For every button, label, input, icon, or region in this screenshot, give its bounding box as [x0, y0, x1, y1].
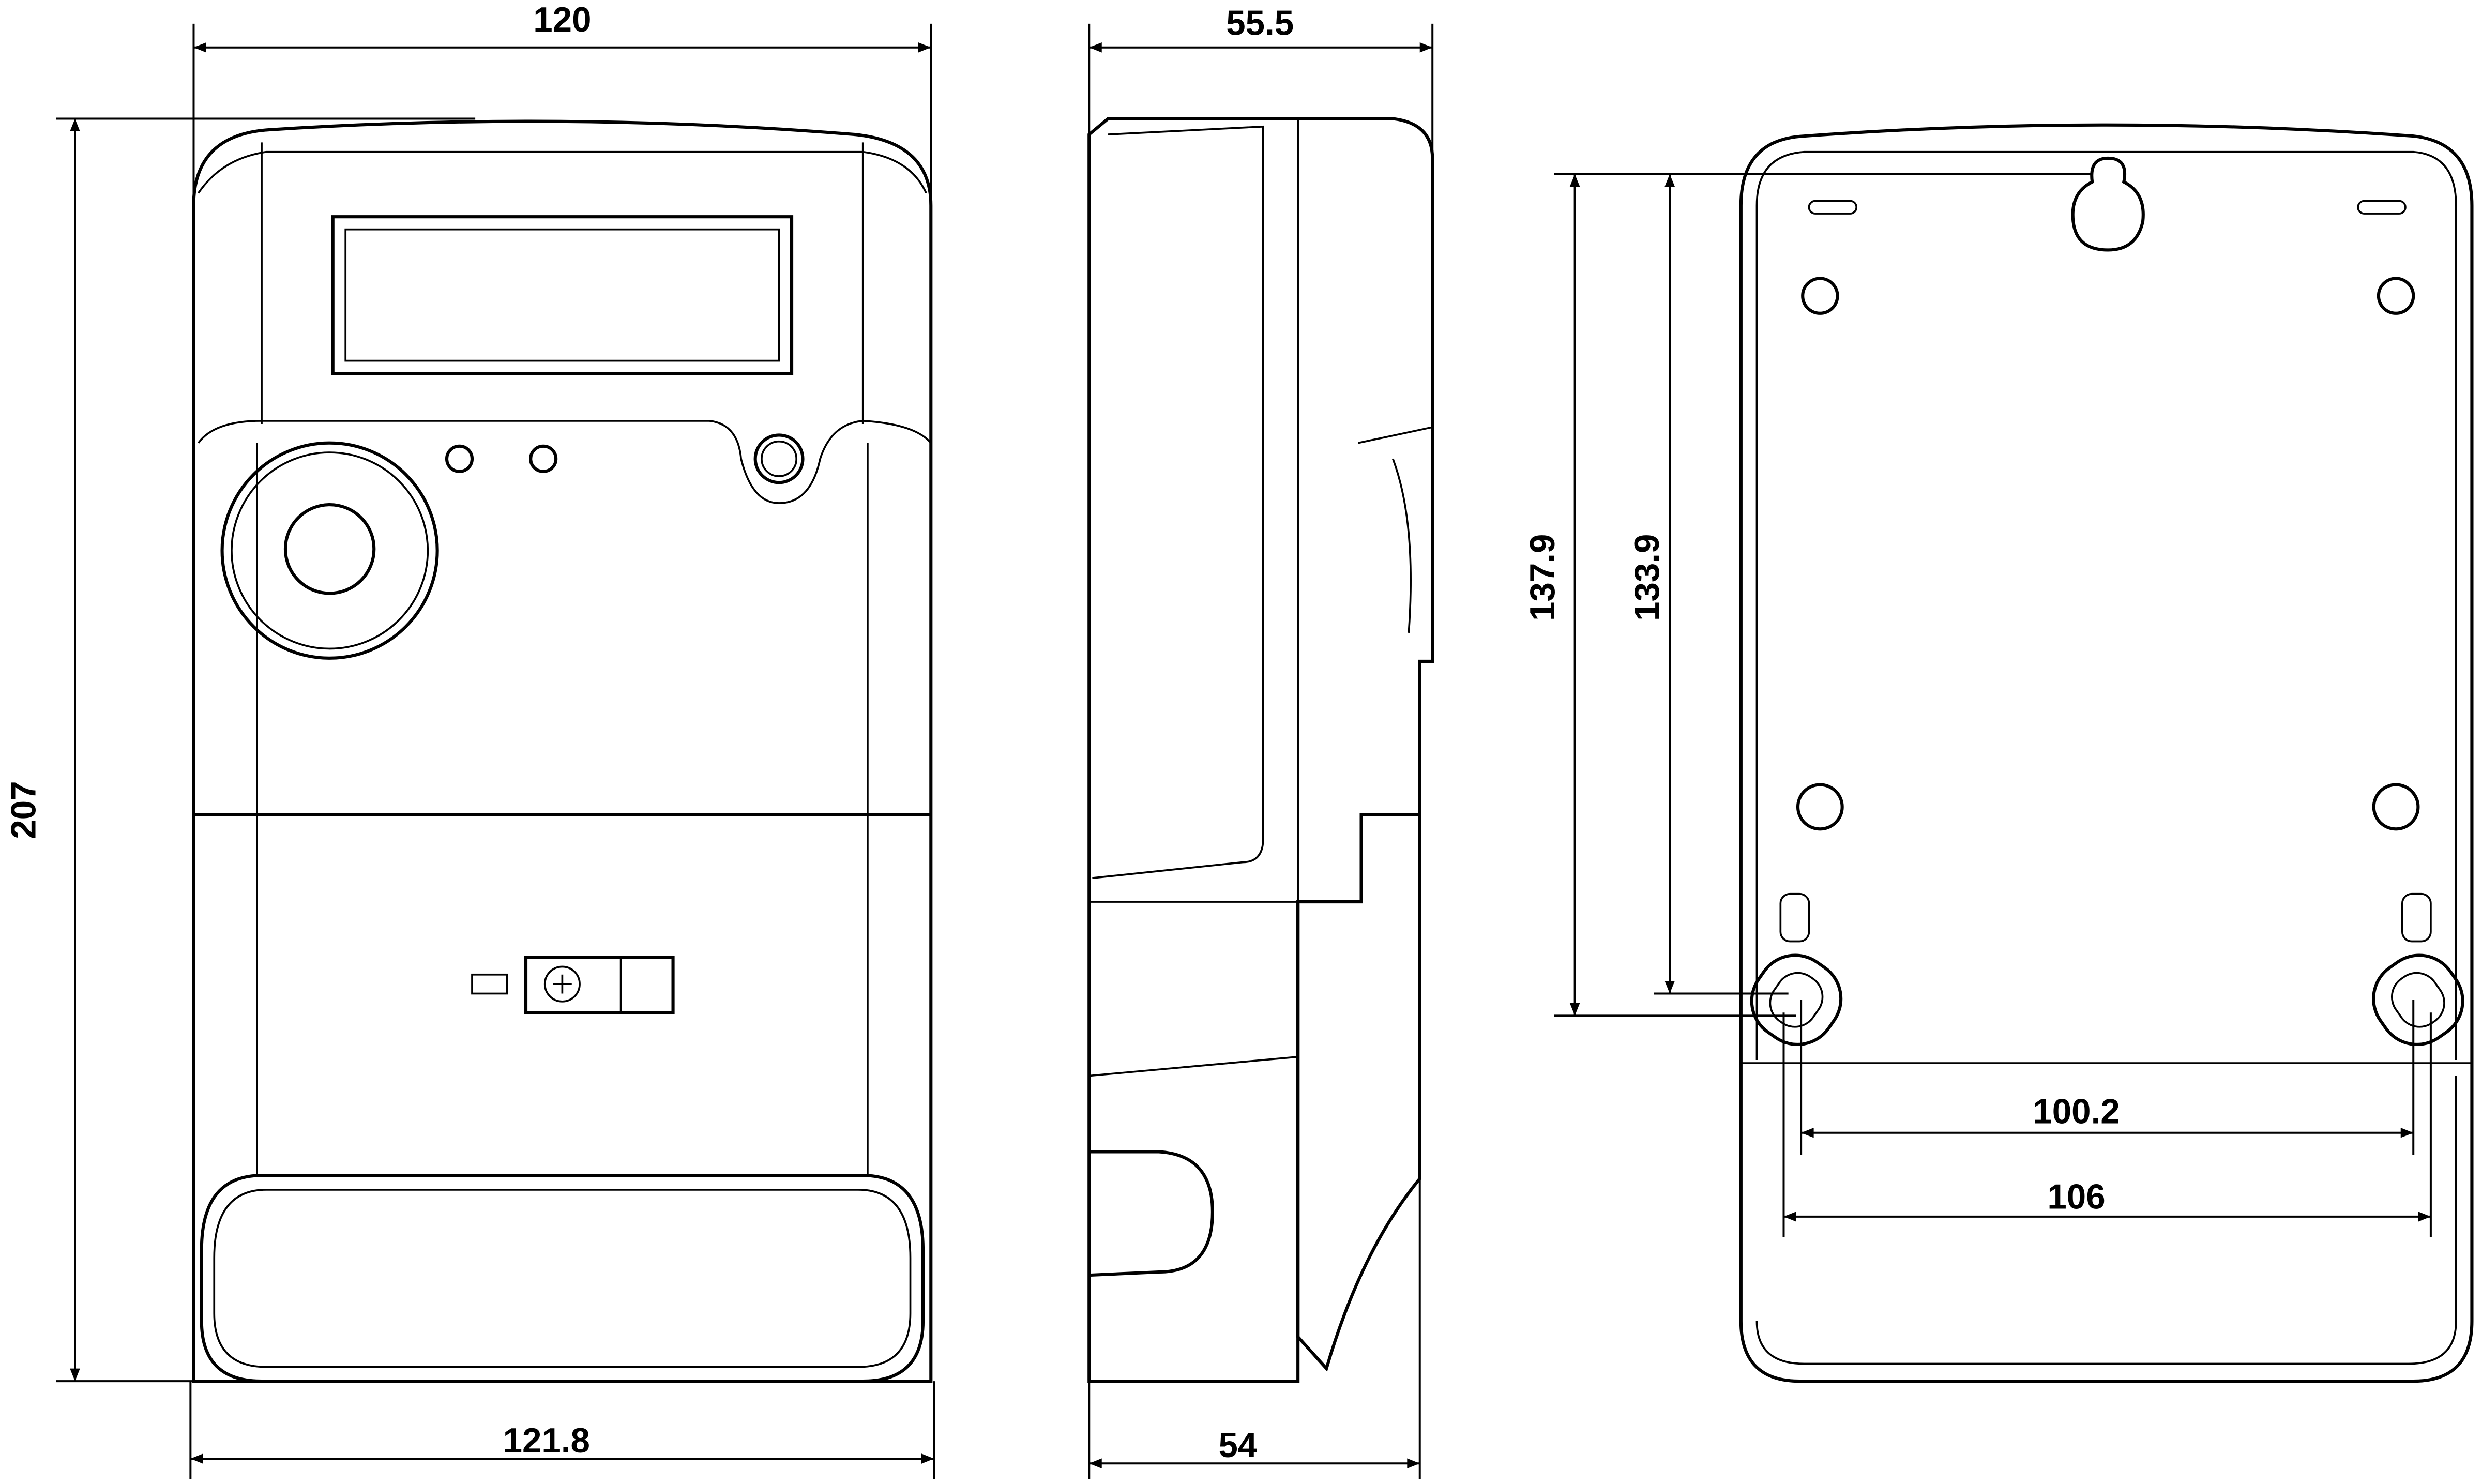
dim-hole-spacing-outer: 106	[2047, 1178, 2105, 1217]
dim-front-width-bottom: 121.8	[503, 1421, 590, 1460]
dim-mount-height-outer: 137.9	[1523, 534, 1562, 621]
dial-ring	[220, 441, 439, 660]
keyhole-mount	[2071, 156, 2145, 252]
dim-mount-height-inner: 133.9	[1628, 534, 1667, 621]
back-view	[1739, 123, 2474, 1383]
dim-front-height: 207	[5, 781, 43, 839]
terminal-cover	[200, 1174, 925, 1383]
back-dimensions: 137.9 133.9 100.2 106	[1523, 173, 2432, 1237]
indicator-led	[445, 444, 474, 473]
dim-side-depth-top: 55.5	[1226, 4, 1294, 42]
dim-side-depth-bottom: 54	[1218, 1426, 1257, 1465]
front-dimensions: 120 121.8 207	[5, 1, 935, 1479]
side-dimensions: 55.5 54	[1088, 4, 1434, 1479]
seal-screw	[524, 956, 675, 1014]
display-window	[331, 215, 794, 375]
side-view	[1087, 117, 1434, 1383]
dim-front-width-top: 120	[533, 1, 591, 39]
front-view	[192, 119, 933, 1383]
indicator-led	[529, 444, 558, 473]
dim-hole-spacing-inner: 100.2	[2033, 1092, 2120, 1131]
mounting-hole-right	[2372, 953, 2464, 1047]
button-icon	[753, 433, 805, 484]
mounting-hole-left	[1750, 953, 1843, 1047]
